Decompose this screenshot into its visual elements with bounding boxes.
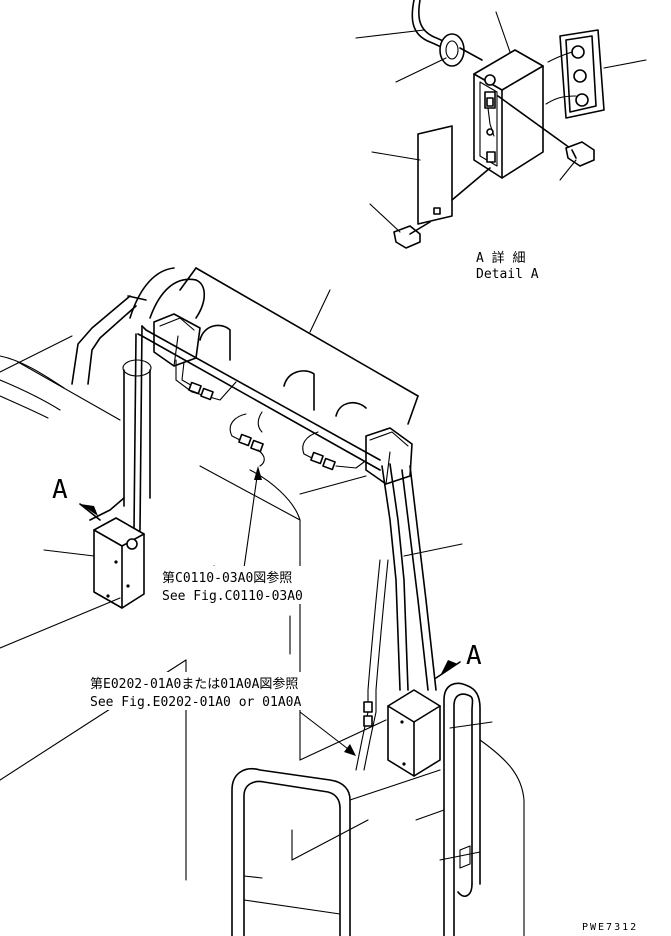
bolt	[393, 221, 431, 249]
reference-fig1-en: See Fig.C0110-03A0	[162, 589, 303, 604]
detail-label-jp: A 詳 細	[476, 250, 525, 266]
clamp-block	[365, 427, 413, 485]
reference-fig1-jp: 第C0110-03A0図参照	[162, 570, 292, 586]
switch-box-right	[387, 689, 441, 777]
lamp-panel	[545, 29, 605, 119]
switch-box-left	[93, 517, 145, 609]
cover-plate	[417, 125, 453, 225]
switch-box	[473, 49, 544, 179]
reference-fig2-jp: 第E0202-01A0または01A0A図参照	[90, 676, 298, 692]
grommet	[439, 33, 465, 67]
reference-fig2-en: See Fig.E0202-01A0 or 01A0A	[90, 695, 301, 710]
bolt	[565, 141, 595, 167]
drawing-code: PWE7312	[582, 922, 638, 933]
view-marker-right: A	[466, 641, 482, 671]
clamp-block	[153, 313, 201, 367]
view-marker-left: A	[52, 475, 68, 505]
main-view	[0, 267, 525, 936]
detail-a-view	[355, 0, 647, 249]
detail-label-en: Detail A	[476, 267, 539, 282]
